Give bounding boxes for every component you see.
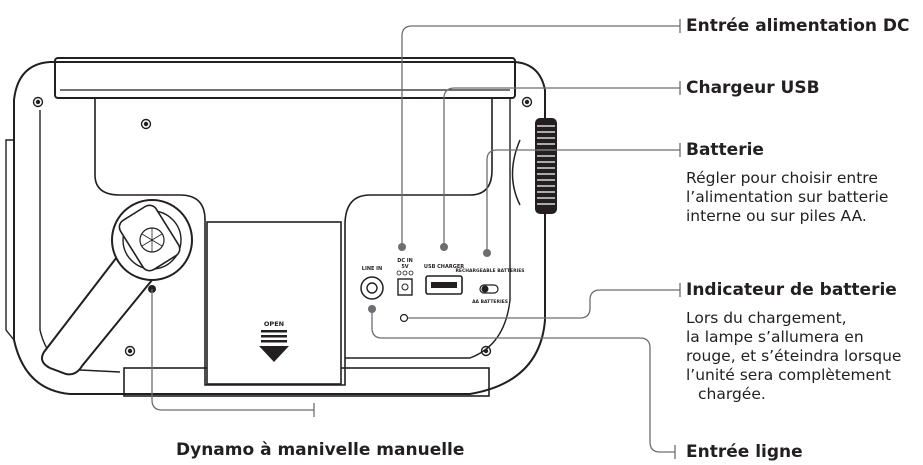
description-line: rouge, et s’éteindra lorsque	[686, 347, 902, 365]
callout-description: Régler pour choisir entre l’alimentation…	[686, 169, 888, 226]
leader-battery	[486, 149, 680, 250]
callout-title: Chargeur USB	[686, 78, 820, 98]
callout-title: Entrée ligne	[686, 442, 803, 462]
hand-crank	[41, 199, 193, 376]
callout-description: Lors du chargement, la lampe s’allumera …	[686, 309, 901, 404]
callout-title: Indicateur de batterie	[686, 280, 897, 300]
description-line: la lampe s’allumera en	[686, 328, 864, 346]
screw	[32, 96, 44, 108]
usb-charger-label: USB CHARGER	[424, 264, 464, 270]
leader-dc-in	[401, 25, 680, 244]
description-line: interne ou sur piles AA.	[686, 207, 867, 225]
description-line: l’alimentation sur batterie	[686, 188, 889, 206]
device-outer-shell	[13, 61, 546, 395]
dc-in-label: DC IN	[397, 258, 413, 264]
callout-usb-charger: Chargeur USB	[686, 78, 820, 98]
rechargeable-label: RECHARGEABLE BATTERIES	[455, 268, 524, 274]
connector-panel: LINE IN DC IN 5V USB CHARGER RECHARGEABL…	[360, 258, 525, 323]
description-line: Régler pour choisir entre	[686, 169, 878, 187]
radio-device	[5, 57, 546, 397]
callout-title: Dynamo à manivelle manuelle	[176, 440, 465, 460]
battery-door: OPEN	[206, 221, 342, 385]
right-panel	[345, 98, 511, 359]
leader-indicator	[408, 289, 680, 319]
description-line: l’unité sera complètement	[686, 366, 892, 384]
description-line: Lors du chargement,	[686, 309, 847, 327]
screw	[480, 345, 492, 357]
callout-battery-indicator: Indicateur de batterie Lors du chargemen…	[686, 280, 901, 404]
screw	[124, 345, 136, 357]
description-line: chargée.	[698, 385, 766, 403]
inner-recess	[94, 98, 493, 386]
callout-hand-crank: Dynamo à manivelle manuelle	[176, 440, 464, 460]
leader-usb	[443, 87, 680, 244]
tuning-knob	[511, 118, 557, 214]
leader-crank	[151, 289, 314, 411]
line-in-jack	[360, 276, 384, 300]
aa-battery-label: AA BATTERIES	[472, 299, 508, 305]
leader-line-in	[371, 312, 675, 453]
top-handle-bar	[54, 57, 516, 99]
callout-battery: Batterie Régler pour choisir entre l’ali…	[686, 140, 888, 226]
screw	[140, 118, 152, 130]
dc-in-voltage: 5V	[401, 264, 408, 270]
callout-title: Batterie	[686, 140, 764, 160]
screws	[32, 96, 533, 357]
open-label: OPEN	[264, 320, 284, 328]
callout-title: Entrée alimentation DC	[686, 16, 910, 36]
screw	[521, 96, 533, 108]
callout-line-in: Entrée ligne	[686, 442, 803, 462]
left-side-flap	[5, 139, 15, 341]
callout-lines	[151, 19, 681, 459]
callout-dc-in: Entrée alimentation DC	[686, 16, 910, 36]
battery-indicator-led	[399, 313, 409, 323]
dc-in-port	[397, 278, 413, 296]
line-in-label: LINE IN	[362, 266, 382, 272]
